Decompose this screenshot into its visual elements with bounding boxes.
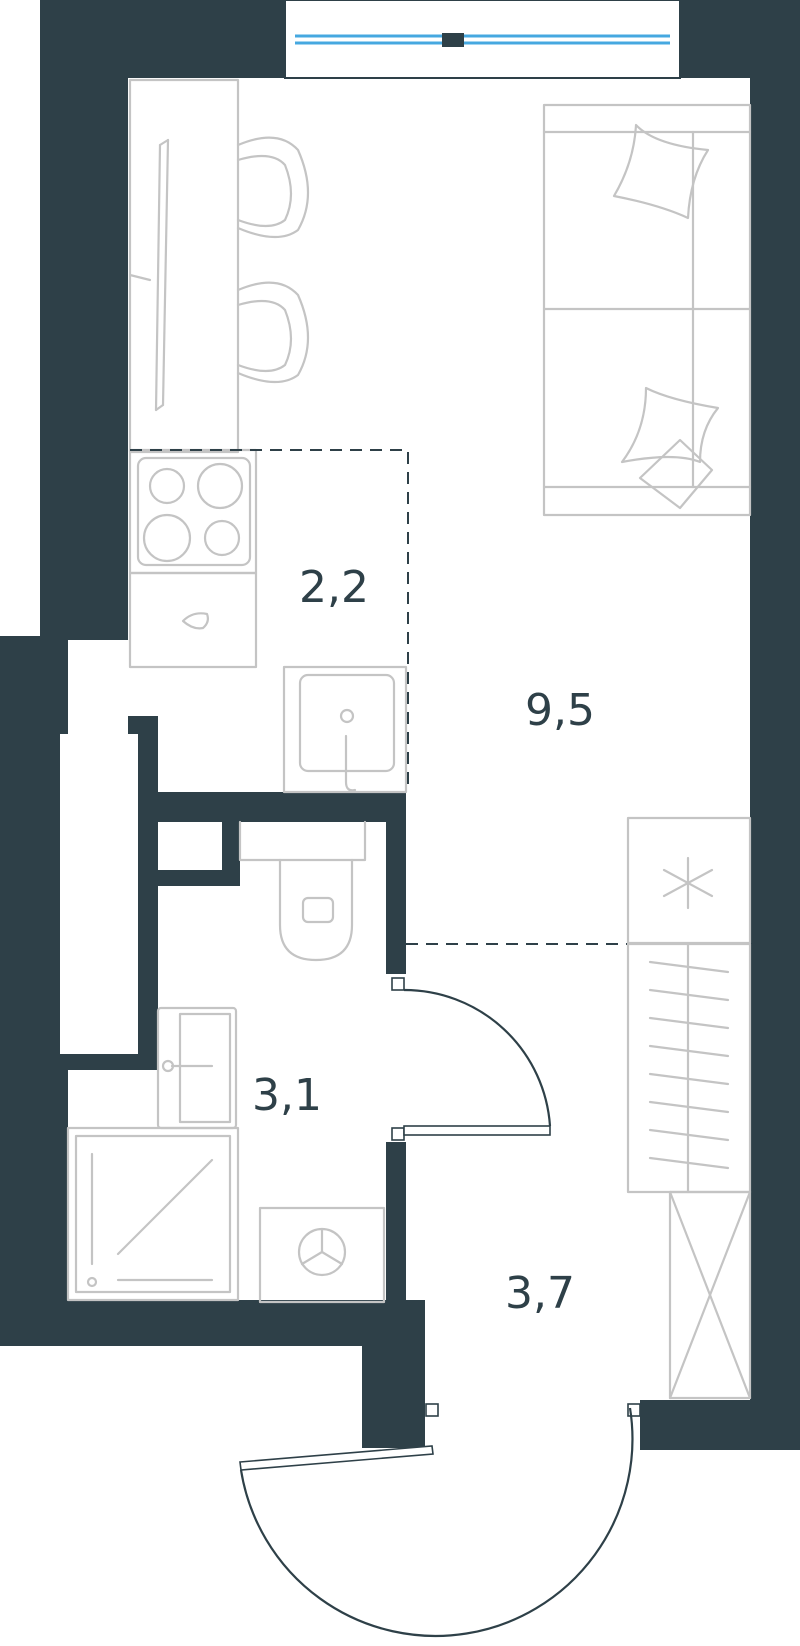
shower-icon (66, 1126, 240, 1302)
wall-bath-top (150, 792, 406, 822)
niche (60, 734, 138, 1054)
kitchen-area-label: 2,2 (299, 562, 369, 613)
sink-icon (282, 665, 408, 794)
hallway-area-label: 3,7 (505, 1268, 575, 1319)
kitchen-zone (130, 449, 409, 792)
hob-icon (128, 448, 258, 575)
wall-left-lower (0, 636, 68, 1346)
wall-bottom-left-pier (362, 1300, 425, 1448)
wall-right (750, 0, 800, 1450)
wall-bath-right-upper (386, 792, 406, 974)
wall-left-upper (40, 0, 128, 640)
washing-machine-icon (258, 1206, 386, 1304)
wardrobe-icon (626, 942, 752, 1194)
walls (0, 0, 800, 1450)
bathroom-area-label: 3,1 (252, 1070, 322, 1121)
toilet-icon (238, 820, 367, 962)
wall-shaft-right (222, 792, 240, 886)
snowflake-icon (662, 856, 714, 910)
cabinet-icon (668, 1190, 752, 1400)
bathroom-door (391, 977, 552, 1141)
entrance-door (239, 1403, 641, 1638)
living-area-label: 9,5 (525, 685, 595, 736)
chair-icon (236, 136, 310, 384)
window (284, 0, 681, 79)
wall-bath-right-lower (386, 1142, 406, 1302)
table-icon (128, 78, 240, 454)
wall-bottom-right (640, 1400, 800, 1450)
wall-bottom-left (0, 1300, 408, 1346)
sofa-icon (542, 103, 752, 517)
wall-shaft-bottom (150, 870, 240, 886)
oven-icon (128, 571, 258, 669)
washbasin-icon (156, 1006, 238, 1130)
